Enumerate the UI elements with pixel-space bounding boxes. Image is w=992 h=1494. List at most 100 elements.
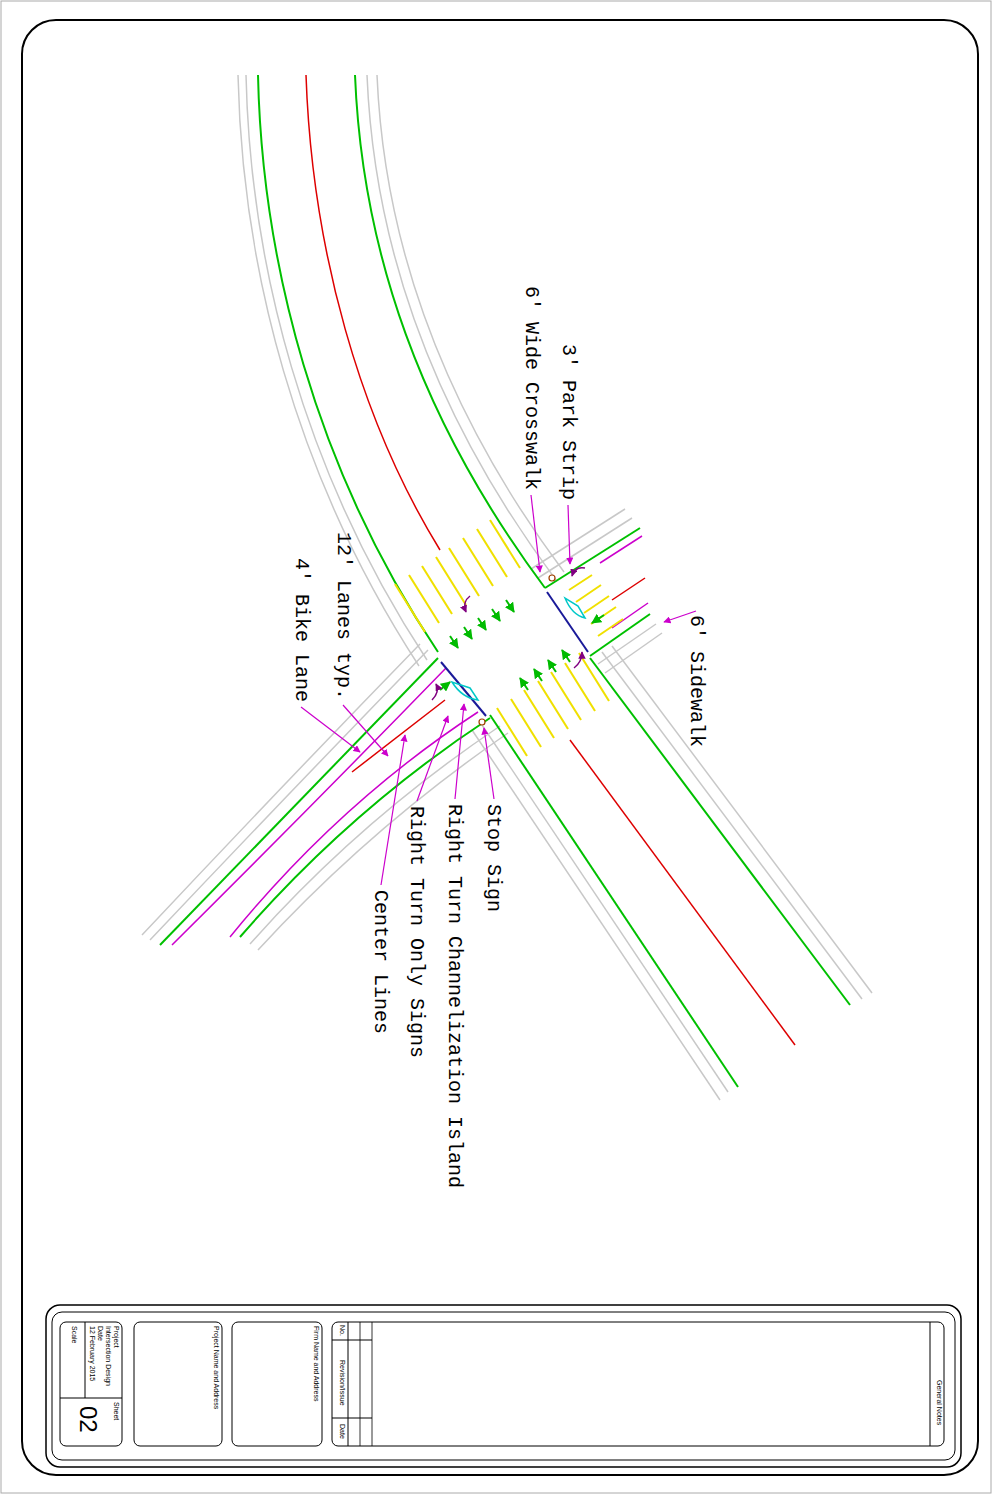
curb-line: [590, 658, 850, 1005]
table-header: No.: [338, 1325, 346, 1336]
crosswalk-stripe: [463, 538, 493, 586]
bike-lane-line: [230, 712, 478, 937]
date-value: 12 February 2015: [88, 1326, 96, 1381]
pavement-arrow: [450, 636, 458, 648]
table-rule: [332, 1418, 372, 1419]
title-block-heading: Firm Name and Address: [312, 1326, 320, 1401]
pavement-arrows: [440, 600, 604, 690]
stop-bars: [441, 592, 588, 716]
crosswalk-stripe: [511, 699, 541, 747]
bike-lane-line: [172, 668, 446, 945]
title-block-heading: General Notes: [935, 1380, 943, 1425]
leader-line: [301, 707, 360, 752]
curb-line: [590, 614, 650, 656]
callout-label: 6' Sidewalk: [685, 615, 708, 747]
curb-lines: [160, 75, 850, 1087]
callout-label: Right Turn Only Signs: [405, 806, 428, 1058]
leader-line: [531, 495, 540, 572]
stop-bar: [547, 592, 588, 652]
crosswalk-stripe: [524, 690, 554, 738]
sidewalk-line: [531, 509, 625, 569]
turn-arrow: [465, 596, 470, 612]
turn-arrows: [432, 568, 585, 700]
leader-line: [417, 716, 448, 801]
crosswalk-stripe: [409, 575, 439, 623]
pavement-arrow: [520, 678, 528, 690]
channelization-island: [565, 598, 585, 618]
center-line: [570, 740, 795, 1045]
stop-sign-symbol: [549, 575, 555, 581]
crosswalk-stripe: [576, 585, 601, 602]
crosswalk-stripe: [422, 566, 452, 614]
title-block-heading: Scale: [70, 1326, 78, 1344]
table-rule: [930, 1322, 931, 1446]
callout-label: 4' Bike Lane: [290, 558, 313, 702]
crosswalk-stripe: [591, 607, 616, 624]
leader-line: [455, 704, 464, 799]
crosswalk-stripe: [598, 619, 623, 636]
sidewalk-line: [612, 646, 872, 993]
pavement-arrow: [492, 609, 500, 621]
bike-lane-line: [612, 603, 648, 628]
crosswalk-stripes: [395, 520, 623, 756]
leader-line: [343, 705, 388, 756]
sidewalk-lines: [142, 75, 872, 1100]
title-block: [46, 1305, 961, 1467]
table-rule: [332, 1340, 372, 1341]
pavement-arrow: [534, 669, 542, 681]
crosswalk-stripe: [436, 557, 466, 605]
sheet-number: 02: [74, 1406, 102, 1433]
crosswalk-stripe: [538, 681, 568, 729]
sidewalk-line: [367, 75, 556, 580]
center-line: [612, 578, 645, 600]
sidewalk-line: [538, 518, 632, 578]
crosswalk-stripe: [490, 520, 520, 568]
pavement-arrow: [548, 660, 556, 672]
crosswalk-stripe: [497, 708, 527, 756]
sidewalk-line: [472, 730, 720, 1100]
pavement-arrow: [592, 615, 604, 623]
callout-label: Center Lines: [369, 890, 392, 1034]
channelization-island: [452, 682, 478, 700]
crosswalk-stripe: [569, 575, 592, 590]
title-block-heading: Project Name and Address: [212, 1326, 220, 1409]
callout-label: Right Turn Channelization Island: [443, 804, 466, 1188]
crosswalk-stripe: [551, 672, 581, 720]
title-block-heading: Sheet: [112, 1402, 120, 1420]
callout-label: 3' Park Strip: [557, 344, 580, 500]
firm-name-box: [232, 1322, 322, 1446]
title-block-heading: Date: [96, 1326, 104, 1341]
pavement-arrow: [562, 650, 570, 662]
box-divider: [60, 1398, 122, 1399]
table-rule: [348, 1322, 349, 1446]
leader-line: [568, 505, 570, 564]
turn-arrow: [432, 684, 437, 700]
stop-sign-symbol: [479, 719, 485, 725]
project-box: [60, 1322, 122, 1446]
callout-label: 6' Wide Crosswalk: [520, 286, 543, 490]
center-lines: [306, 75, 795, 1045]
sheet-frame: [22, 20, 978, 1475]
curb-line: [355, 75, 545, 588]
table-rule: [360, 1322, 361, 1446]
revision-box: [332, 1322, 944, 1446]
title-block-heading: Project: [112, 1326, 120, 1348]
bike-lane-line: [600, 536, 642, 563]
channelization-islands: [452, 598, 585, 700]
crosswalk-stripe: [477, 529, 507, 577]
project-name-box: [134, 1322, 222, 1446]
table-header: Date: [338, 1424, 346, 1439]
center-line: [306, 75, 440, 550]
curb-line: [490, 715, 738, 1087]
leader-line: [381, 735, 405, 885]
sidewalk-line: [480, 722, 728, 1092]
curb-line: [545, 528, 640, 588]
crosswalk-stripe: [395, 584, 425, 632]
turn-arrow: [572, 568, 585, 576]
project-name: Intersection Design: [104, 1326, 112, 1386]
crosswalk-stripe: [579, 653, 609, 701]
leader-line: [484, 728, 494, 799]
